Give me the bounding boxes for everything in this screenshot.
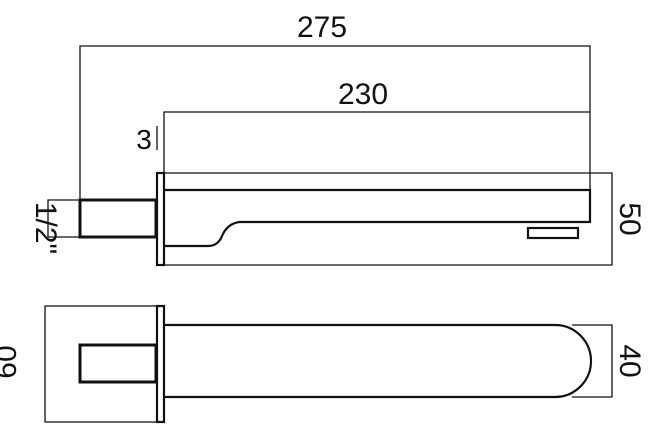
wall-plate-top — [155, 304, 166, 424]
spout-body-top — [164, 323, 593, 399]
spout-width-label: 40 — [613, 344, 646, 377]
plate-height-bracket — [164, 172, 613, 266]
overall-length-label: 275 — [297, 11, 347, 44]
spout-length-label: 230 — [338, 78, 388, 111]
plate-height-label: 50 — [613, 202, 646, 235]
threaded-inlet-pipe — [78, 198, 158, 239]
plate-width-label: 60 — [0, 345, 23, 378]
top-view — [44, 304, 613, 424]
plate-width-bracket — [44, 305, 157, 423]
plate-thickness-label: 3 — [136, 124, 152, 155]
wall-plate-side — [155, 171, 166, 267]
thread-dimension-bracket — [47, 199, 80, 238]
spout-width-bracket — [572, 324, 613, 398]
side-view — [47, 45, 613, 267]
thread-size-label: 1/2" — [29, 202, 62, 254]
inlet-pipe-top — [78, 343, 158, 384]
overall-length-dimension-line — [79, 45, 591, 200]
spout-outlet — [526, 226, 580, 240]
spout-body-side — [164, 188, 592, 248]
spout-length-dimension-line — [163, 111, 590, 180]
